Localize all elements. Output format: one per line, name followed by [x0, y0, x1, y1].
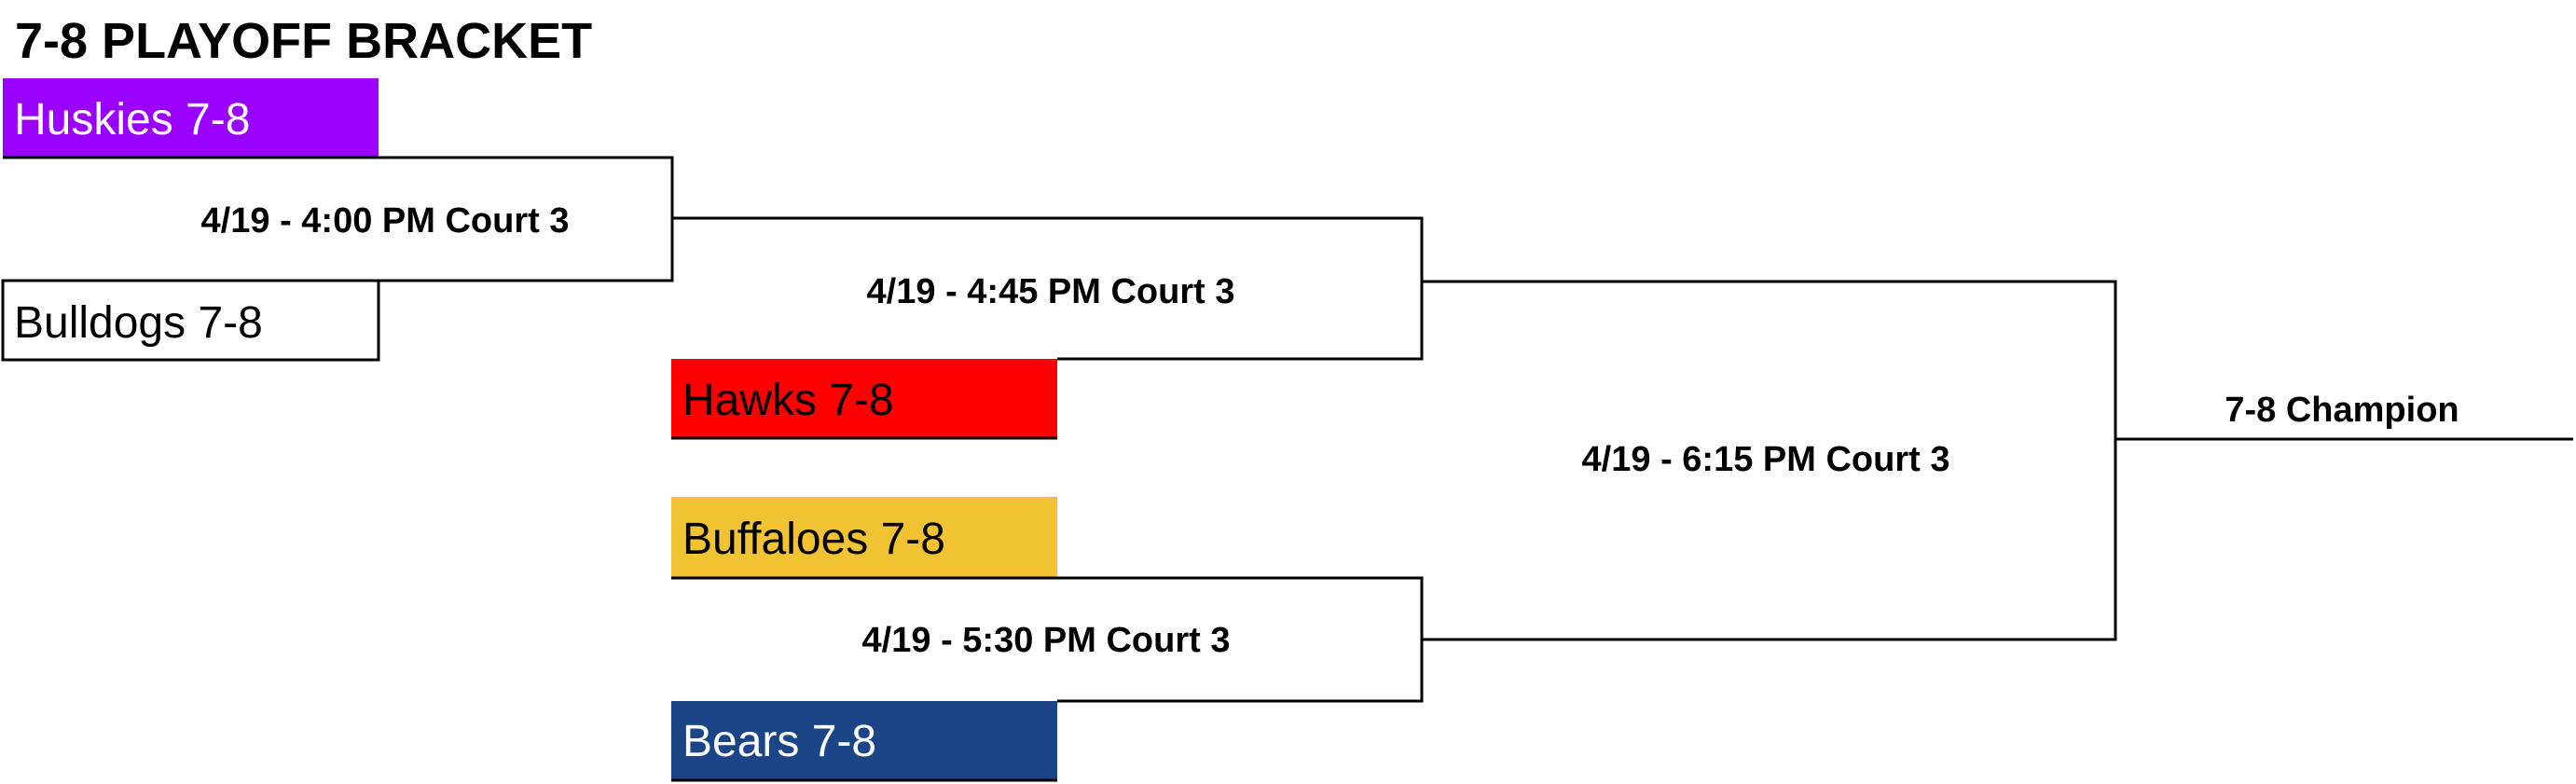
- team-slot-hawks: Hawks 7-8: [671, 359, 1057, 438]
- champion-label: 7-8 Champion: [2225, 391, 2459, 430]
- game-label-4: 4/19 - 6:15 PM Court 3: [1582, 440, 1950, 479]
- team-box: [671, 497, 1057, 578]
- team-slot-bears: Bears 7-8: [671, 701, 1057, 780]
- team-box: [3, 78, 379, 158]
- bracket-line-game-2: [672, 216, 1424, 361]
- team-label: Bulldogs 7-8: [14, 298, 263, 348]
- game-label-2: 4/19 - 4:45 PM Court 3: [867, 272, 1235, 311]
- team-label: Huskies 7-8: [14, 95, 250, 144]
- team-box: [1, 279, 380, 362]
- bracket-title: 7-8 PLAYOFF BRACKET: [15, 13, 592, 69]
- game-label-1: 4/19 - 4:00 PM Court 3: [201, 201, 570, 241]
- team-box: [671, 359, 1057, 438]
- team-label: Buffaloes 7-8: [682, 515, 945, 564]
- game-label-3: 4/19 - 5:30 PM Court 3: [862, 621, 1231, 660]
- team-slot-huskies: Huskies 7-8: [3, 78, 379, 158]
- team-label: Bears 7-8: [682, 717, 876, 766]
- team-slot-bulldogs: Bulldogs 7-8: [1, 279, 380, 362]
- team-box: [671, 701, 1057, 780]
- team-label: Hawks 7-8: [682, 376, 894, 425]
- bracket-line-final: [1422, 280, 2117, 641]
- team-slot-buffaloes: Buffaloes 7-8: [671, 497, 1057, 578]
